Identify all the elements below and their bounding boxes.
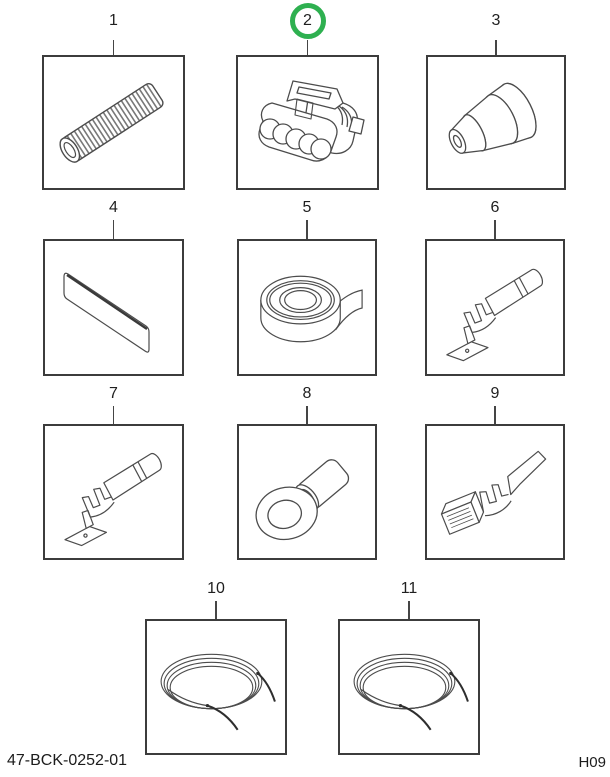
part-callout: 2 [289,2,326,40]
part-box [237,424,377,560]
part-cell-3: 3 [426,2,566,190]
female-box-terminal-icon [427,426,563,558]
leader-line [112,40,115,55]
sheet-code: 47-BCK-0252-01 [7,752,128,769]
part-callout: 1 [109,2,118,40]
part-number-label: 11 [400,580,418,597]
part-number-label: 7 [109,385,118,402]
wire-coil-icon [147,621,285,753]
cable-seal-grommet-icon [428,57,564,188]
part-callout: 6 [491,196,500,220]
part-number-label: 1 [109,12,118,29]
part-cell-10: 10 [145,577,287,755]
part-cell-9: 9 [425,382,565,560]
part-callout: 3 [492,2,501,40]
part-number-label: 10 [207,580,225,597]
part-cell-8: 8 [237,382,377,560]
wire-coil-icon [340,621,478,753]
part-cell-2: 2 [236,2,379,190]
part-box [425,424,565,560]
male-pin-terminal-icon [45,426,182,558]
part-number-label: 3 [491,12,501,29]
leader-line [112,220,115,239]
part-box [236,55,379,190]
part-number-label: 4 [109,199,118,216]
highlight-circle-icon: 2 [289,3,326,39]
part-box [43,239,184,376]
ring-terminal-icon [239,426,375,558]
sheet-revision-code: H09 [578,754,606,771]
part-number-label: 2 [303,12,312,29]
part-callout: 4 [109,196,118,220]
part-box [43,424,184,560]
corrugated-loom-icon [44,57,183,188]
part-number-label: 5 [302,199,312,216]
part-box [42,55,185,190]
part-cell-7: 7 [43,382,184,560]
part-cell-11: 11 [338,577,480,755]
part-cell-1: 1 [42,2,185,190]
leader-line [306,406,308,424]
part-callout: 11 [401,577,418,601]
leader-line [215,601,217,619]
part-callout: 9 [491,382,500,406]
part-number-label: 6 [490,199,500,216]
leader-line [495,40,497,55]
part-callout: 10 [207,577,225,601]
part-callout: 7 [109,382,118,406]
part-callout: 8 [303,382,312,406]
part-box [425,239,565,376]
leader-line [408,601,410,619]
part-callout: 5 [303,196,312,220]
leader-line [494,406,496,424]
flat-sleeve-strip-icon [45,241,182,374]
part-cell-6: 6 [425,196,565,376]
part-box [426,55,566,190]
male-pin-terminal-icon [427,241,563,374]
leader-line [494,220,496,239]
part-cell-4: 4 [43,196,184,376]
part-cell-5: 5 [237,196,377,376]
part-number-label: 8 [302,385,312,402]
multi-cavity-connector-icon [238,57,377,188]
leader-line [306,40,309,55]
leader-line [306,220,308,239]
part-box [338,619,480,755]
part-box [145,619,287,755]
part-box [237,239,377,376]
part-number-label: 9 [490,385,500,402]
tape-roll-icon [239,241,375,374]
leader-line [112,406,115,424]
